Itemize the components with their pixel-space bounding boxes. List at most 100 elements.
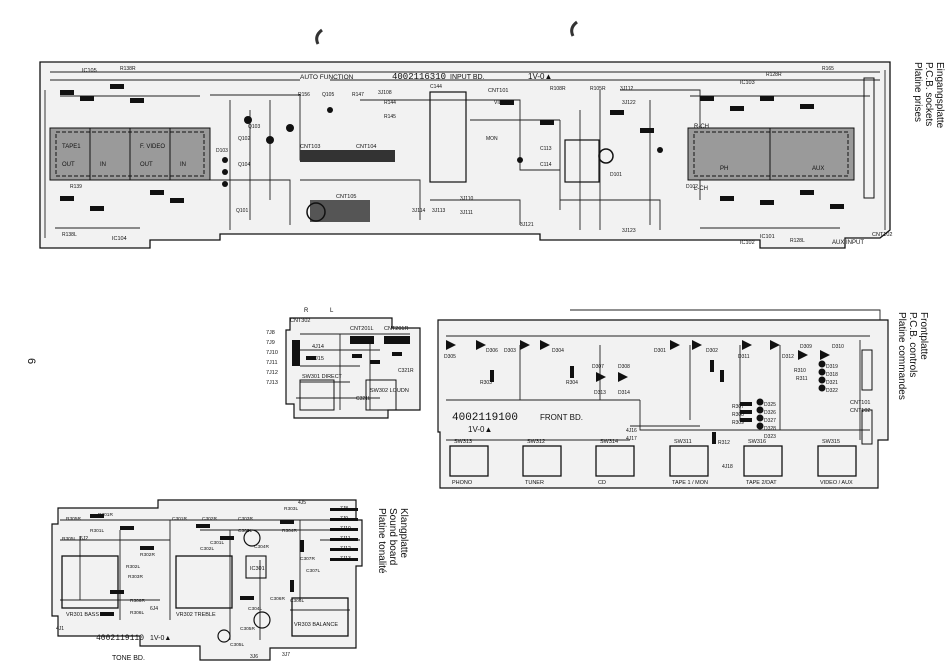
led-label: D313	[594, 390, 606, 396]
part-label: R139	[70, 184, 82, 190]
part-label: R304R	[282, 528, 297, 534]
switch-label-sw302: SW302 LOUDN	[370, 388, 409, 394]
switch-label-sw301: SW301 DIRECT	[302, 374, 343, 380]
cnt101-front-header	[861, 349, 873, 391]
socket-label-aux: AUX	[812, 166, 824, 172]
jumper-label: 6J4	[150, 606, 158, 612]
part-label: C303R	[238, 516, 253, 522]
jumper-label: 7J12	[266, 370, 278, 376]
cnt101-header	[863, 77, 875, 199]
input-board-number: 4002116310	[392, 72, 446, 82]
part-label: R156	[298, 92, 310, 98]
front-switch-footprints	[449, 445, 857, 477]
part-label: R303L	[284, 506, 298, 512]
part-label: C304L	[248, 606, 262, 612]
sw301-footprint	[299, 379, 335, 411]
switch-id-label: SW314	[600, 439, 618, 445]
resistor-label: R312	[718, 440, 730, 446]
led-label: D314	[618, 390, 630, 396]
part-label: Q105	[322, 92, 334, 98]
part-label: R302R	[140, 552, 155, 558]
input-components	[60, 84, 844, 211]
relay-block	[310, 200, 370, 222]
part-label: C301L	[210, 540, 224, 546]
ph-aux-socket-block	[687, 127, 855, 181]
front-board: 4002119100 FRONT BD. 1V-0▲	[437, 309, 889, 489]
tone-ic301-label: IC301	[250, 566, 265, 572]
switch-function-label: TUNER	[525, 480, 544, 486]
tone-board-side-label: Klangplatte Sound board Platine tonalité	[376, 508, 409, 574]
front-ul-mark: 1V-0▲	[468, 425, 492, 434]
part-label: R305L	[62, 536, 76, 542]
front-board-outline	[437, 319, 889, 489]
ic-label-ic102: IC102	[740, 240, 755, 246]
part-label: 3J112	[620, 86, 633, 92]
part-label: C302L	[200, 546, 214, 552]
jumper-label: 4J5	[298, 500, 306, 506]
part-label: C307R	[300, 556, 315, 562]
switch-id-label: SW315	[822, 439, 840, 445]
jumper-label: 4J14	[312, 344, 324, 350]
resistor-label: R303	[480, 380, 492, 386]
part-label: R147	[352, 92, 364, 98]
cnt201l-header	[350, 336, 374, 344]
led-label: D322	[826, 388, 838, 394]
led-label: D328	[764, 426, 776, 432]
part-label: C305R	[240, 626, 255, 632]
input-traces	[44, 70, 886, 238]
input-board-name: INPUT BD.	[450, 74, 485, 81]
led-label: D311	[738, 354, 750, 360]
front-label-fr: Platine commandes	[896, 312, 907, 400]
part-label: R306L	[130, 610, 144, 616]
connector-cnt201l: CNT201L	[350, 326, 374, 332]
tone-board-name: TONE BD.	[112, 655, 145, 662]
part-label: 3J110	[460, 196, 473, 202]
ic-label-ic101: IC101	[760, 234, 775, 240]
part-label: R305R	[66, 516, 81, 522]
led-label: D312	[782, 354, 794, 360]
connector-cnt302: CNT302	[290, 318, 310, 324]
front-led-row-top	[446, 340, 830, 382]
resistor-label: R311	[796, 376, 808, 382]
switch-id-label: SW316	[748, 439, 766, 445]
jumper-label: 7J13	[266, 380, 278, 386]
connector-cnt102: CNT102	[872, 232, 892, 238]
socket-label-tape1: TAPE1	[62, 144, 81, 150]
part-label: R145	[384, 114, 396, 120]
socket-io-out-1: OUT	[62, 162, 75, 168]
sub-board: CNT302 CNT201L CNT201R R L 7J8 7J9 7J10 …	[266, 308, 421, 419]
part-label: R301L	[90, 528, 104, 534]
jumper-label: 3J15	[312, 356, 324, 362]
part-label: C301R	[172, 516, 187, 522]
jumper-label: 3J7	[282, 652, 290, 658]
electrolytic-cap-c144	[306, 202, 326, 222]
led-label: D310	[832, 344, 844, 350]
jumper-label: 7J9	[340, 516, 348, 522]
part-label: C321R	[398, 368, 414, 374]
ic-label-ic105: IC105	[82, 68, 97, 74]
front-led-column	[756, 360, 826, 430]
socket-io-in-2: IN	[180, 162, 186, 168]
switch-function-label: CD	[598, 480, 606, 486]
channel-label-rch: R-CH	[694, 124, 709, 130]
part-label: C307L	[306, 568, 320, 574]
part-label: R165	[822, 66, 834, 72]
part-label: R108R	[550, 86, 566, 92]
input-board-outline	[39, 61, 891, 249]
part-label: R138R	[120, 66, 136, 72]
punch-mark-left	[315, 28, 323, 45]
led-label: D305	[444, 354, 456, 360]
switch-id-label: SW311	[674, 439, 692, 445]
part-label: R306R	[130, 598, 145, 604]
part-label: Q102	[238, 136, 250, 142]
jumper-label: 7J12	[340, 546, 351, 552]
part-label: D101	[610, 172, 622, 178]
tone-label-en: Sound board	[387, 508, 398, 566]
led-label: D318	[826, 372, 838, 378]
led-label: D321	[826, 380, 838, 386]
resistor-label: R308	[732, 412, 744, 418]
tone-electrolytic-cap-2	[253, 611, 271, 629]
input-label-fr: Platine prises	[912, 62, 923, 123]
part-label: Q103	[248, 124, 260, 130]
